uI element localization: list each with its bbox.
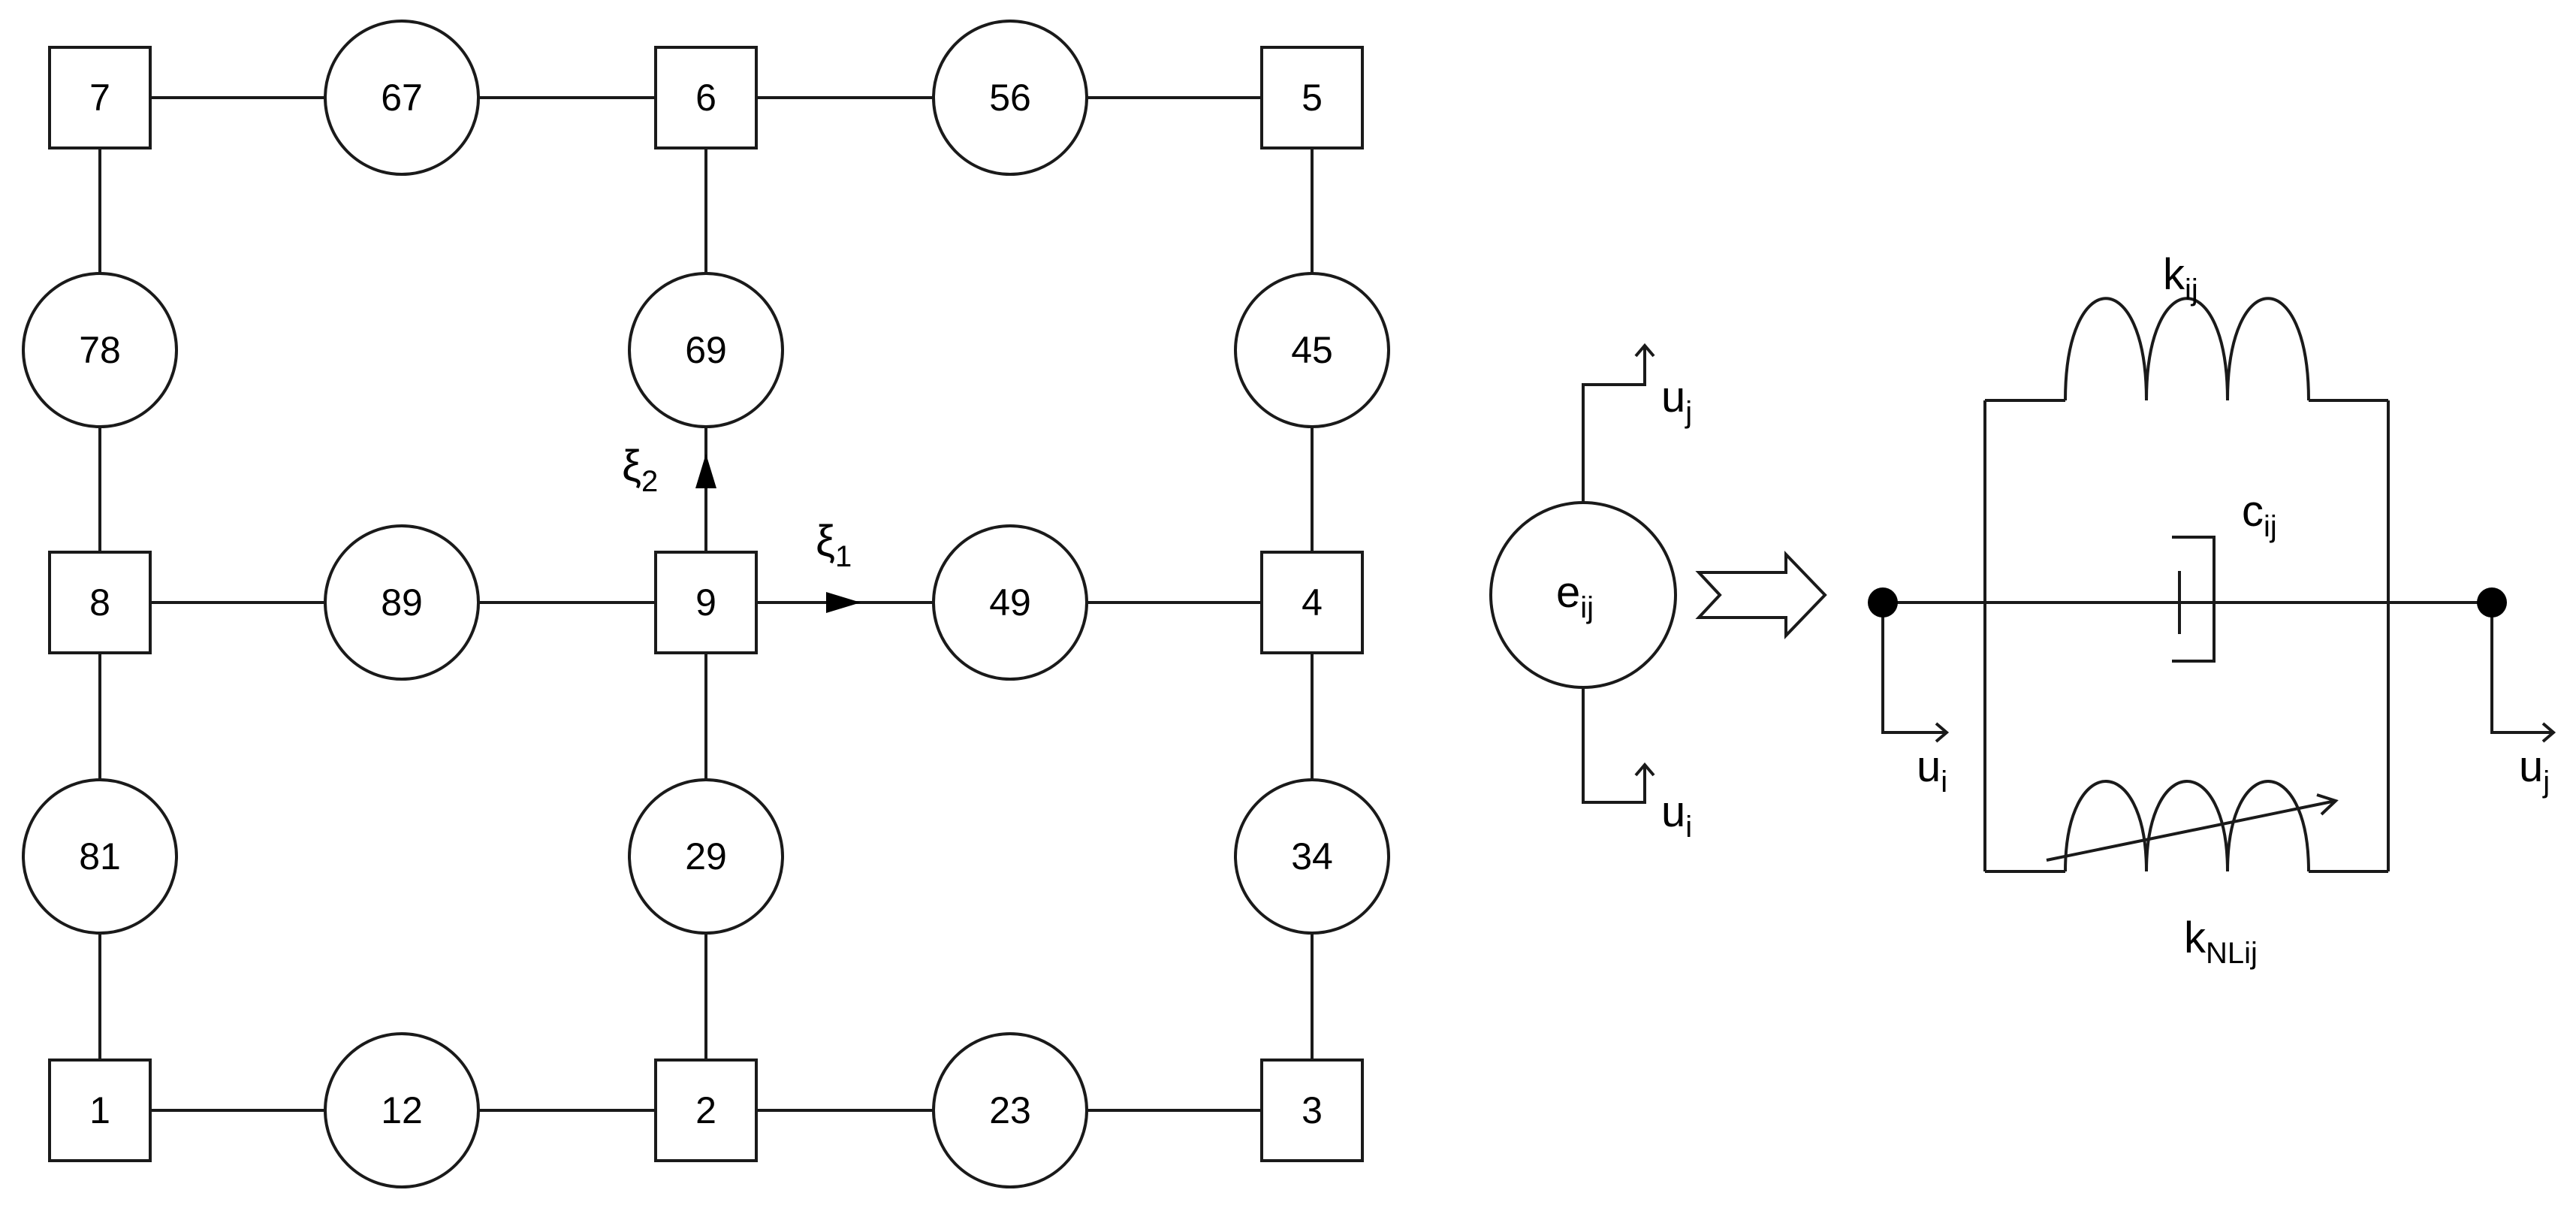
- node-label: 49: [989, 581, 1031, 624]
- node-label: 1: [89, 1089, 110, 1131]
- circle-node: 49: [932, 524, 1088, 681]
- circle-node: 23: [932, 1032, 1088, 1188]
- node-label: 78: [79, 329, 121, 371]
- square-node: 6: [654, 46, 758, 149]
- nonlinear-spring-coil: [2064, 780, 2310, 872]
- node-label: 34: [1291, 835, 1333, 877]
- left-terminal: [1868, 587, 1898, 618]
- xi2-arrowhead: [695, 454, 716, 488]
- grid-connections: [98, 96, 1314, 1112]
- element-label: eij: [1556, 568, 1594, 624]
- circle-node: 78: [22, 272, 178, 428]
- transform-arrow-icon: [1695, 551, 1827, 639]
- variable-arrow: [2046, 799, 2336, 862]
- xi1-label: ξ1: [816, 517, 852, 573]
- node-label: 23: [989, 1089, 1031, 1131]
- node-label: 81: [79, 835, 121, 877]
- node-label: 4: [1302, 581, 1323, 624]
- circle-node: 67: [324, 20, 480, 176]
- circle-node: 81: [22, 778, 178, 935]
- square-nodes: 7 6 5 8 9 4 1 2: [48, 46, 1364, 1162]
- circle-node: 34: [1234, 778, 1390, 935]
- square-node: 1: [48, 1059, 152, 1162]
- top-dof-arrowhead: [1634, 343, 1655, 358]
- circle-nodes: 67 56 78 69 45 89 49 81: [22, 20, 1390, 1188]
- node-label: 89: [381, 581, 423, 624]
- node-label: 2: [695, 1089, 716, 1131]
- nonlinear-spring-label: kNLij: [2184, 914, 2258, 970]
- top-dof-arrow: [1582, 346, 1646, 503]
- xi2-label: ξ2: [622, 442, 658, 498]
- bottom-dof-arrow: [1582, 687, 1646, 804]
- node-label: 45: [1291, 329, 1333, 371]
- right-dof-label: uj: [2519, 742, 2550, 799]
- circuit: [1881, 297, 2556, 873]
- node-label: 69: [685, 329, 727, 371]
- node-label: 5: [1302, 77, 1323, 119]
- node-label: 8: [89, 581, 110, 624]
- circle-node: 89: [324, 524, 480, 681]
- variable-arrowhead: [2316, 793, 2339, 816]
- node-label: 7: [89, 77, 110, 119]
- damper-label: cij: [2242, 487, 2277, 543]
- circle-node: 12: [324, 1032, 480, 1188]
- element-top-dof-label: uj: [1661, 373, 1692, 429]
- node-label: 56: [989, 77, 1031, 119]
- square-node: 5: [1260, 46, 1364, 149]
- right-dof-arrow: [2490, 602, 2553, 734]
- square-node: 4: [1260, 551, 1364, 654]
- damper-cup: [2172, 536, 2216, 663]
- right-terminal: [2477, 587, 2507, 618]
- element-bottom-dof-label: ui: [1661, 787, 1692, 844]
- node-label: 9: [695, 581, 716, 624]
- node-label: 3: [1302, 1089, 1323, 1131]
- square-node: 2: [654, 1059, 758, 1162]
- bottom-dof-arrowhead: [1634, 762, 1655, 777]
- square-node: 7: [48, 46, 152, 149]
- local-axes: ξ2 ξ1: [622, 442, 861, 613]
- left-dof-arrow: [1881, 602, 1947, 734]
- circle-node: 56: [932, 20, 1088, 176]
- circle-node: 45: [1234, 272, 1390, 428]
- xi1-arrowhead: [826, 592, 861, 613]
- left-dof-arrowhead: [1935, 722, 1950, 743]
- node-label: 67: [381, 77, 423, 119]
- spring-label: kij: [2163, 250, 2198, 307]
- node-label: 12: [381, 1089, 423, 1131]
- element-symbol: [1489, 343, 1677, 804]
- right-dof-arrowhead: [2541, 722, 2556, 743]
- square-node: 8: [48, 551, 152, 654]
- square-node: 9: [654, 551, 758, 654]
- square-node: 3: [1260, 1059, 1364, 1162]
- left-dof-label: ui: [1917, 742, 1947, 799]
- node-label: 6: [695, 77, 716, 119]
- circle-node: 29: [628, 778, 784, 935]
- spring-coil: [2064, 297, 2310, 401]
- node-label: 29: [685, 835, 727, 877]
- circle-node: 69: [628, 272, 784, 428]
